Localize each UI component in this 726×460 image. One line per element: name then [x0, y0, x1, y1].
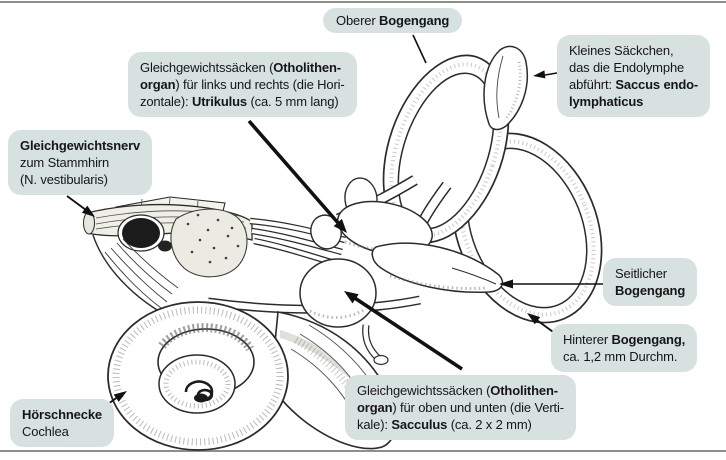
- callout-hinterer-bogengang: Hinterer Bogengang,ca. 1,2 mm Durchm.: [551, 324, 698, 372]
- nerve-cross-section: [122, 218, 160, 248]
- callout-sacculus: Gleichgewichtssäcken (Otholithen-organ) …: [345, 375, 576, 440]
- ductus-foot: [373, 354, 389, 366]
- callout-oberer-bogengang: Oberer Bogengang: [323, 8, 463, 33]
- arrow-sacculus: [344, 291, 463, 371]
- top-border-rule: [0, 1, 726, 3]
- bone-stipple-texture: [186, 213, 240, 264]
- ridge-striations: [104, 238, 179, 309]
- vestibule-group: [299, 177, 504, 366]
- arrow-seitlicher-bogengang: [499, 279, 607, 289]
- lateral-canal-horn: [371, 242, 504, 294]
- callout-utrikulus: Gleichgewichtssäcken (Otholithen-organ) …: [128, 52, 357, 117]
- arrow-gleichgewichtsnerv: [66, 195, 95, 217]
- superior-semicircular-canal: [382, 54, 510, 244]
- sacculus-shape: [299, 258, 377, 328]
- callout-connectors: [66, 34, 607, 408]
- bottom-border-rule: [0, 450, 726, 452]
- petrous-bone-mass: [170, 208, 248, 278]
- vestibular-nerve-bundle: [83, 196, 346, 333]
- arrow-utrikulus: [247, 119, 347, 233]
- saccus-endolymphaticus-shape: [483, 45, 528, 131]
- connector-oberer-bogengang: [412, 34, 427, 64]
- cochlea-spiral: [107, 301, 396, 451]
- arrow-saccus-endolymphaticus: [533, 70, 558, 79]
